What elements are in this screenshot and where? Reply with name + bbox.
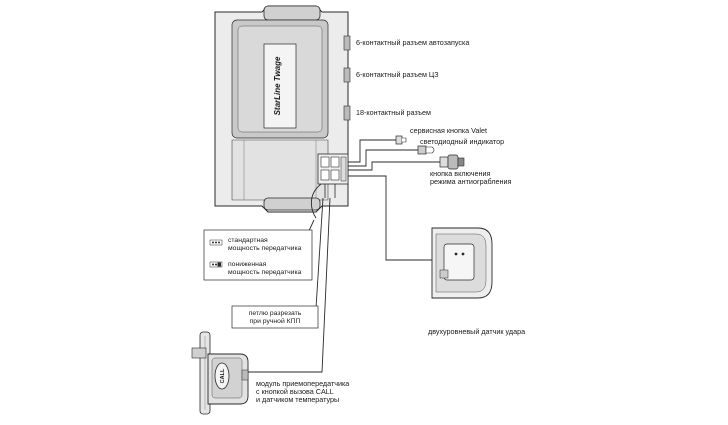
main-unit-label: StarLine Twage xyxy=(273,56,282,115)
transceiver-label-line3: и датчиком температуры xyxy=(256,395,339,404)
shock-sensor-icon xyxy=(431,227,493,299)
led-indicator-icon xyxy=(417,145,435,155)
transceiver-label-line1: модуль приемопередатчика xyxy=(256,379,349,388)
transceiver-module-icon: CALL xyxy=(191,331,249,415)
loop-note: петлю разрезать при ручной КПП xyxy=(231,305,319,329)
valet-button-label: сервисная кнопка Valet xyxy=(410,126,487,135)
connector-central-lock-label: 6-контактный разъем ЦЗ xyxy=(356,70,439,79)
legend-standard-line1: стандартная xyxy=(228,237,268,244)
jumper-legend: стандартная мощность передатчика понижен… xyxy=(203,229,313,281)
connector-main-label: 18-контактный разъем xyxy=(356,108,431,117)
immobilizer-button-icon xyxy=(439,154,465,170)
jumper-reduced-icon xyxy=(209,261,223,268)
shock-sensor-label: двухуровневый датчик удара xyxy=(428,327,525,336)
led-indicator-label: светодиодный индикатор xyxy=(420,137,504,146)
connector-block xyxy=(317,153,349,198)
legend-reduced-line1: пониженная xyxy=(228,261,267,268)
loop-note-line2: при ручной КПП xyxy=(250,317,301,325)
legend-standard-line2: мощность передатчика xyxy=(228,245,302,252)
connector-autostart-label: 6-контактный разъем автозапуска xyxy=(356,38,469,47)
main-unit: StarLine Twage xyxy=(214,5,351,213)
call-button-label: CALL xyxy=(220,368,226,383)
transceiver-label-line2: с кнопкой вызова CALL xyxy=(256,387,334,396)
jumper-standard-icon xyxy=(209,239,223,246)
immobilizer-label-line2: режима антиограбления xyxy=(430,177,512,186)
loop-note-line1: петлю разрезать xyxy=(249,310,302,317)
valet-button-icon xyxy=(395,135,407,145)
legend-reduced-line2: мощность передатчика xyxy=(228,269,302,276)
immobilizer-label-line1: кнопка включения xyxy=(430,169,490,178)
